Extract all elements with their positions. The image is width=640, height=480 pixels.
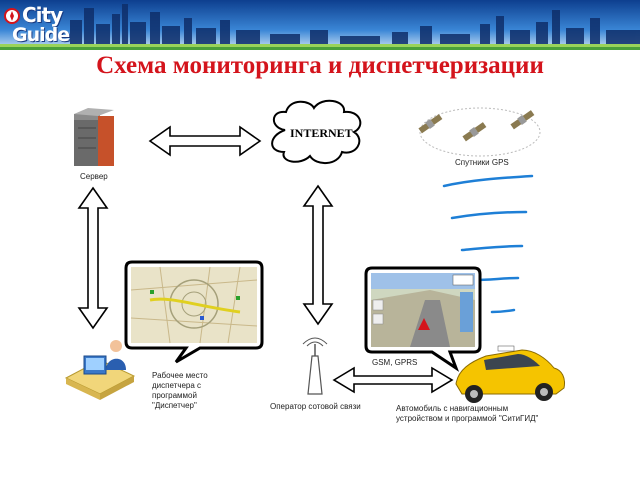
gsm-gprs-label: GSM, GPRS	[372, 358, 418, 367]
car-label-line: устройством и программой "СитиГИД"	[396, 414, 539, 423]
navigator-screen-bubble	[364, 266, 482, 372]
logo-text-city: City	[22, 3, 63, 27]
header-banner: City Guide	[0, 0, 640, 50]
car-label: Автомобиль с навигационным устройством и…	[396, 404, 538, 424]
skyline-image	[0, 0, 640, 50]
workstation-label-line: диспетчера с	[152, 381, 202, 390]
taxi-car-icon	[455, 345, 565, 403]
signal-wave	[490, 308, 516, 314]
dispatcher-workstation-icon	[64, 340, 136, 400]
city-guide-logo: City Guide	[4, 2, 70, 48]
workstation-label-line: "Диспетчер"	[152, 401, 197, 410]
internet-cloud-icon	[271, 99, 362, 164]
server-label: Сервер	[80, 172, 108, 181]
signal-wave	[442, 174, 534, 188]
arrow-internet-operator	[302, 184, 334, 326]
car-label-line: Автомобиль с навигационным	[396, 404, 509, 413]
gps-satellites-label: Спутники GPS	[455, 158, 509, 167]
workstation-label-line: Рабочее место	[152, 371, 208, 380]
operator-label: Оператор сотовой связи	[270, 402, 361, 411]
arrow-operator-car	[332, 366, 454, 394]
cell-tower-icon	[302, 337, 328, 395]
dispatcher-map-bubble	[124, 260, 264, 364]
logo-text-guide: Guide	[12, 24, 70, 46]
gps-satellites-icon	[418, 107, 541, 157]
internet-label: INTERNET	[290, 126, 353, 140]
page-title: Схема мониторинга и диспетчеризации	[96, 52, 544, 79]
server-icon	[74, 108, 114, 166]
arrow-server-workstation	[77, 186, 109, 330]
workstation-label: Рабочее место диспетчера с программой "Д…	[152, 371, 208, 411]
workstation-label-line: программой	[152, 391, 197, 400]
signal-wave	[450, 210, 528, 220]
arrow-server-internet	[148, 125, 262, 157]
signal-wave	[460, 244, 524, 252]
logo-compass-icon	[4, 8, 20, 24]
